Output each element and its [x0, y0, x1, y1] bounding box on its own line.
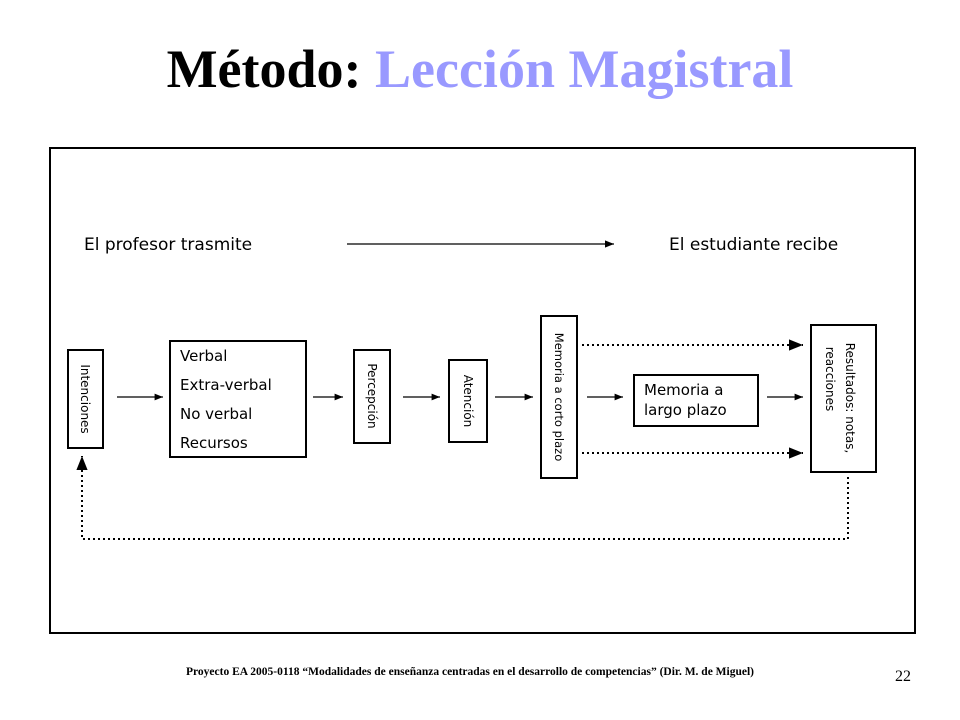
memoria-corto-node: Memoria a corto plazo [540, 315, 578, 479]
memoria-largo-node: Memoria a largo plazo [633, 374, 759, 427]
intenciones-node: Intenciones [67, 349, 104, 449]
page-number: 22 [895, 668, 911, 685]
slide-title: Método: Lección Magistral [0, 36, 960, 102]
channel-recursos: Recursos [180, 434, 248, 452]
title-prefix: Método: [166, 39, 362, 99]
channels-node: Verbal Extra-verbal No verbal Recursos [169, 340, 307, 458]
sender-label: El profesor trasmite [84, 235, 252, 255]
diagram-frame: El profesor trasmite El estudiante recib… [49, 147, 916, 634]
diagram-canvas: El profesor trasmite El estudiante recib… [67, 235, 877, 540]
atencion-label: Atención [461, 375, 475, 428]
channel-extra-verbal: Extra-verbal [180, 376, 272, 394]
percepcion-node: Percepción [353, 349, 391, 444]
feedback-loop-arrow [76, 456, 849, 540]
channel-no-verbal: No verbal [180, 405, 252, 423]
title-accent: Lección Magistral [375, 39, 794, 99]
footer-citation: Proyecto EA 2005-0118 “Modalidades de en… [185, 666, 755, 678]
memoria-corto-label: Memoria a corto plazo [552, 333, 566, 461]
memoria-largo-line2: largo plazo [644, 401, 727, 419]
resultados-line1: Resultados: notas, [843, 343, 857, 454]
channel-verbal: Verbal [180, 347, 227, 365]
intenciones-label: Intenciones [78, 364, 92, 433]
memoria-largo-line1: Memoria a [644, 381, 723, 399]
atencion-node: Atención [448, 359, 488, 443]
percepcion-label: Percepción [365, 363, 379, 428]
receiver-label: El estudiante recibe [669, 235, 838, 255]
resultados-node: Resultados: notas, reacciones [810, 324, 877, 473]
resultados-line2: reacciones [823, 347, 837, 412]
